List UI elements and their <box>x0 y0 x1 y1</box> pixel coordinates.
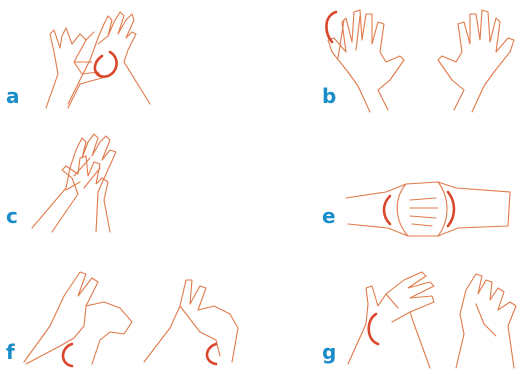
rotation-arrow <box>384 196 390 224</box>
label-e: e <box>322 206 336 226</box>
rotation-arrow <box>369 314 378 344</box>
label-b: b <box>322 86 336 106</box>
rotation-arrow <box>207 344 216 364</box>
hands-thumb-rotation-icon <box>20 266 252 370</box>
rotation-arrow <box>63 344 72 366</box>
label-c: c <box>6 206 18 226</box>
rotation-arrow <box>326 12 336 42</box>
label-f: f <box>6 342 15 362</box>
label-g: g <box>322 342 336 362</box>
hands-interlaced-fingers-icon <box>30 128 130 234</box>
rotation-arrow <box>448 192 454 226</box>
hands-back-of-hand-icon <box>318 2 526 114</box>
hands-clasped-rotation-icon <box>346 178 510 238</box>
label-a: a <box>6 86 20 106</box>
hands-fingertips-rotation-icon <box>346 264 526 370</box>
hands-palm-to-palm-icon <box>28 4 158 110</box>
